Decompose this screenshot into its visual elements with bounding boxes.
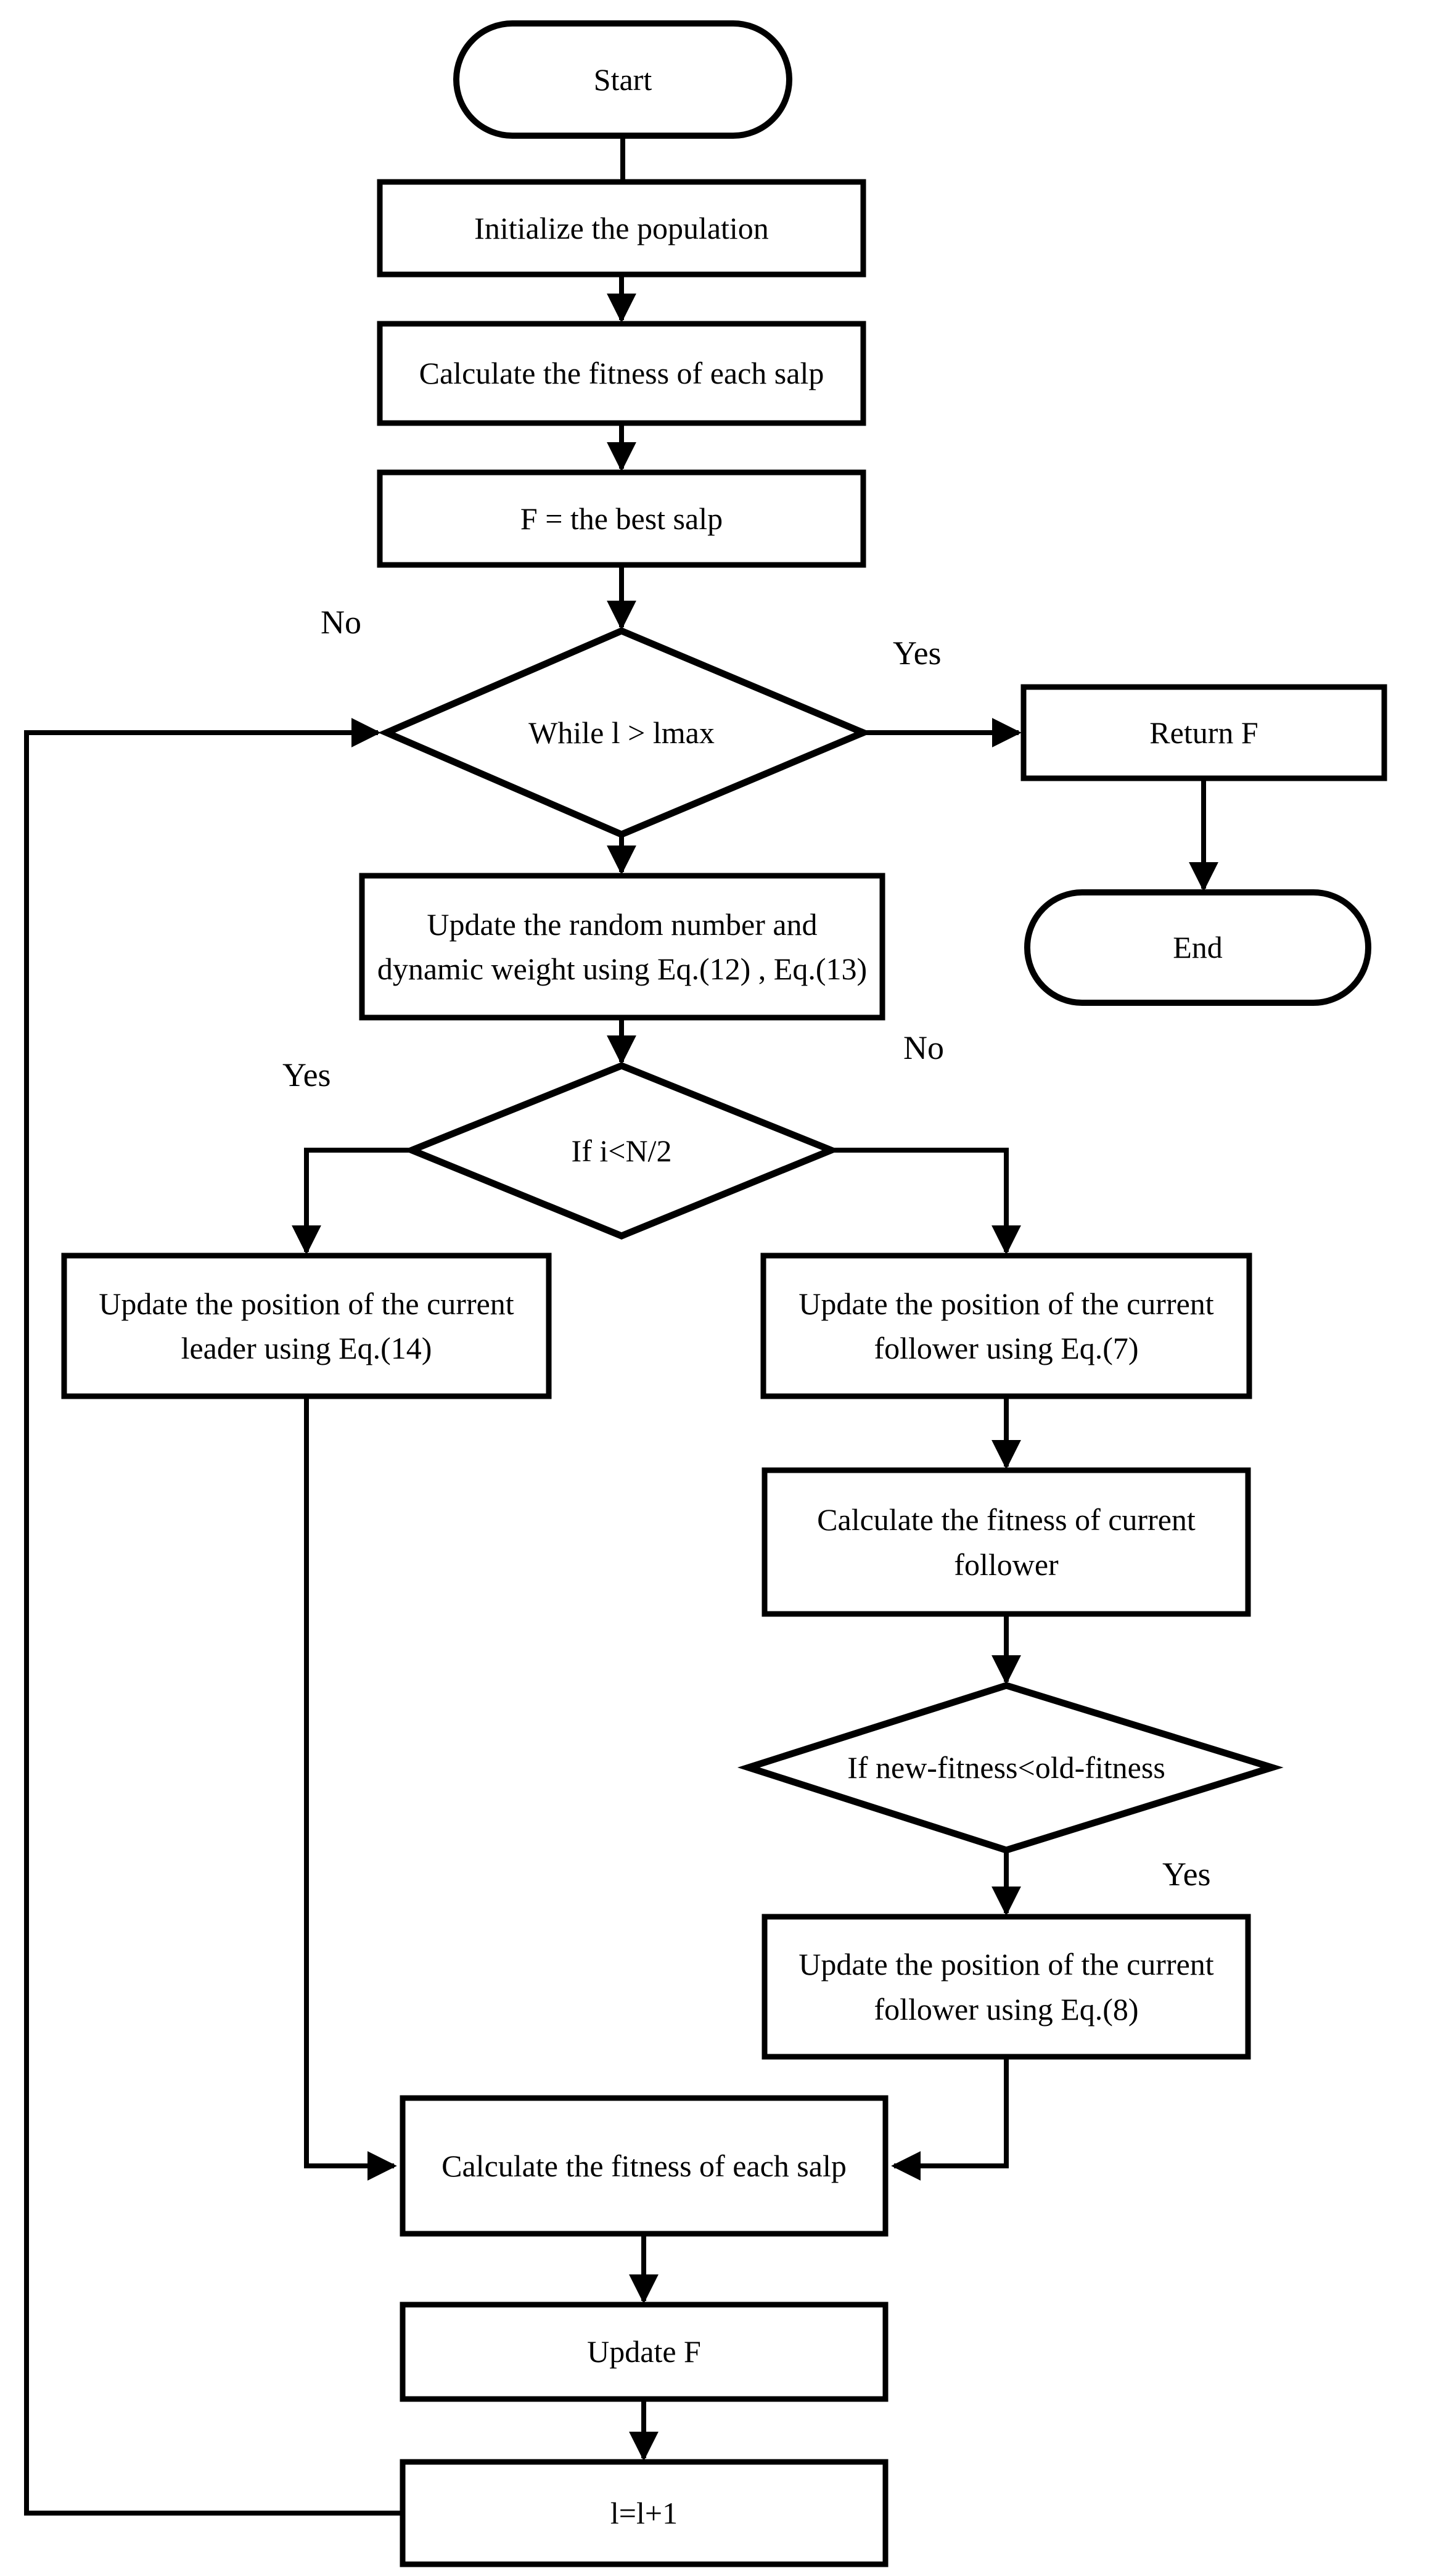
- calc-fitness-each-2-process-shape: [400, 2095, 889, 2237]
- return-f-process-shape: [1020, 684, 1387, 781]
- if-half-yes-edge-label: Yes: [282, 1056, 331, 1093]
- start-terminator-shape: [453, 20, 792, 139]
- initialize-label: Initialize the population: [474, 210, 769, 245]
- update-follower-eq8-label: Update the position of the current follo…: [799, 1947, 1214, 2027]
- connector-updateleader-merge: [304, 1397, 397, 2181]
- calc-fitness-each-1-process-shape: [377, 321, 866, 426]
- while-no-edge-label: No: [321, 604, 361, 641]
- increment-l-label: l=l+1: [610, 2495, 678, 2530]
- update-random-process-shape: [359, 873, 885, 1021]
- while-decision-diamond: [378, 627, 872, 838]
- if-new-fitness-decision-diamond: [737, 1682, 1284, 1854]
- update-follower-eq8-process-shape: [762, 1914, 1251, 2060]
- calc-fitness-follower-label: Calculate the fitness of current followe…: [817, 1502, 1196, 1582]
- while-yes-edge-label: Yes: [893, 635, 942, 672]
- if-half-decision-diamond: [403, 1062, 840, 1240]
- update-follower-eq7-label: Update the position of the current follo…: [799, 1286, 1214, 1366]
- update-random-label: Update the random number and dynamic wei…: [377, 907, 868, 987]
- initialize-process-shape: [377, 179, 866, 278]
- calc-fitness-each-2-label: Calculate the fitness of each salp: [441, 2148, 847, 2183]
- update-leader-label: Update the position of the current leade…: [99, 1286, 514, 1366]
- calc-fitness-each-1-label: Calculate the fitness of each salp: [419, 356, 824, 391]
- f-best-process-shape: [377, 469, 866, 568]
- connector-ifhalf-updatefollower-no: [831, 1148, 1021, 1255]
- while-decision-label: While l > lmax: [528, 715, 715, 750]
- end-label: End: [1173, 930, 1223, 965]
- if-new-fitness-decision-label: If new-fitness<old-fitness: [847, 1750, 1165, 1785]
- update-f-process-shape: [400, 2302, 889, 2402]
- end-terminator-shape: [1024, 889, 1371, 1006]
- connector-ifhalf-updateleader-yes: [292, 1148, 412, 1255]
- connector-increment-while-loopback: [24, 718, 403, 2516]
- return-f-label: Return F: [1149, 715, 1258, 750]
- increment-l-process-shape: [400, 2459, 889, 2567]
- update-follower-eq7-process-shape: [760, 1253, 1252, 1399]
- if-new-fitness-yes-edge-label: Yes: [1162, 1856, 1211, 1893]
- f-best-label: F = the best salp: [520, 501, 723, 536]
- update-leader-process-shape: [61, 1253, 552, 1399]
- connector-updatefollower8-merge: [891, 2058, 1009, 2181]
- calc-fitness-follower-process-shape: [762, 1467, 1251, 1617]
- start-label: Start: [593, 62, 652, 97]
- update-f-label: Update F: [587, 2334, 701, 2369]
- if-half-no-edge-label: No: [903, 1029, 944, 1066]
- if-half-decision-label: If i<N/2: [571, 1133, 672, 1168]
